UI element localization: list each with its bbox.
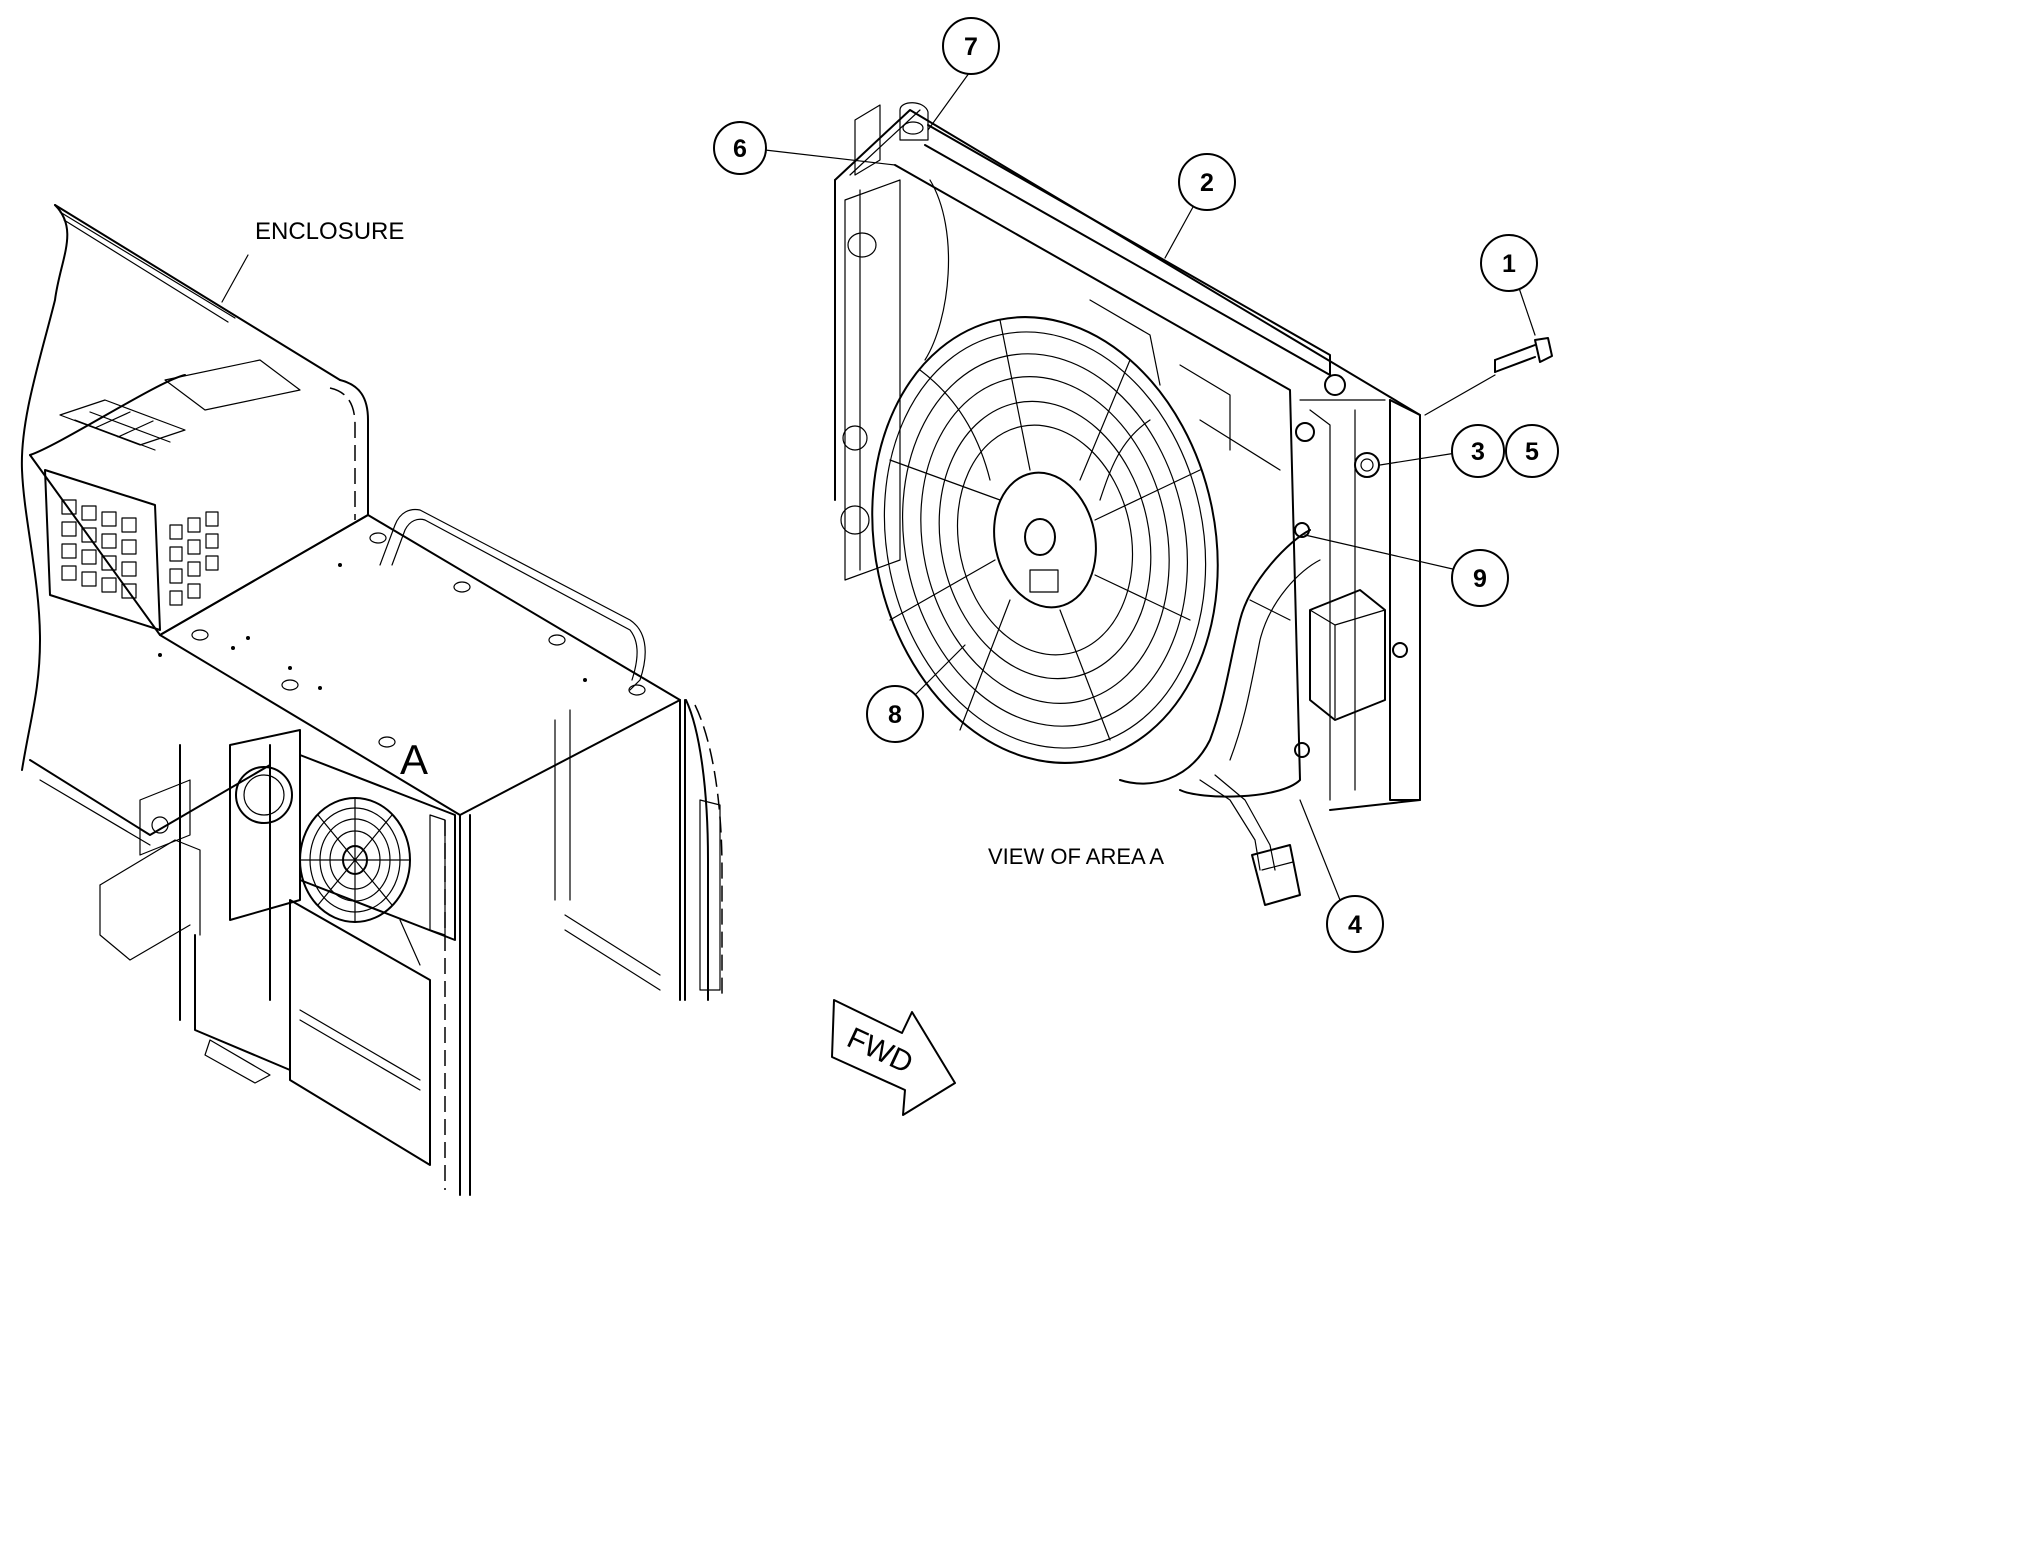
callout-4: 4	[1326, 895, 1384, 953]
parts-diagram: ENCLOSURE A VIEW OF AREA A FWD 1 2 3 5 4…	[20, 17, 1559, 1196]
callout-5: 5	[1505, 424, 1559, 478]
leader-lines	[221, 68, 1536, 901]
callout-6: 6	[713, 121, 767, 175]
side-grille	[169, 511, 219, 606]
fwd-arrow: FWD	[831, 999, 956, 1116]
callout-1: 1	[1480, 234, 1538, 292]
callout-9: 9	[1451, 549, 1509, 607]
callout-3: 3	[1451, 424, 1505, 478]
svg-text:5: 5	[1525, 438, 1539, 466]
enclosure-label: ENCLOSURE	[255, 218, 404, 245]
svg-text:4: 4	[1348, 911, 1362, 939]
callout-2: 2	[1178, 153, 1236, 211]
bolt	[1424, 337, 1553, 416]
top-grille	[59, 399, 186, 451]
fan-assembly-small	[299, 754, 456, 966]
view-of-area-a	[834, 102, 1553, 906]
callout-8: 8	[866, 685, 924, 743]
svg-text:3: 3	[1471, 438, 1485, 466]
callout-7: 7	[942, 17, 1000, 75]
deck-holes	[158, 532, 646, 748]
svg-text:7: 7	[964, 33, 978, 61]
fan-assembly	[871, 316, 1219, 764]
svg-text:1: 1	[1502, 250, 1516, 278]
front-grille	[61, 499, 137, 599]
svg-text:6: 6	[733, 135, 747, 163]
vent-pattern-top	[59, 211, 236, 323]
area-a-marker: A	[400, 736, 428, 783]
svg-text:8: 8	[888, 701, 902, 729]
svg-text:9: 9	[1473, 565, 1487, 593]
svg-text:2: 2	[1200, 169, 1214, 197]
machine-overview	[20, 204, 723, 1196]
view-caption: VIEW OF AREA A	[988, 844, 1164, 869]
